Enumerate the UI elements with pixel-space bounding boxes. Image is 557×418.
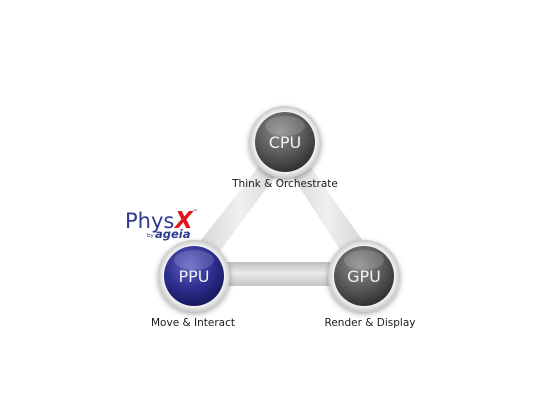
logo-main-text: Phys [125,209,174,233]
cpu-label: CPU [269,133,302,152]
logo-trademark: ™ [192,209,198,216]
ppu-label: PPU [178,267,209,286]
logo-x-text: X [173,208,194,234]
gpu-label: GPU [347,267,381,286]
gpu-node: GPU [328,240,400,312]
logo-by-text: by [147,233,154,239]
ppu-caption: Move & Interact [151,317,235,329]
physx-logo: Phys X ™ by ageia [125,208,198,241]
connector-cpu-ppu [184,148,296,262]
ppu-node: PPU [158,240,230,312]
logo-company-text: ageia [155,227,191,241]
connector-cpu-gpu [274,148,378,262]
gpu-caption: Render & Display [325,317,416,329]
cpu-node: CPU [249,106,321,178]
cpu-caption: Think & Orchestrate [231,178,338,190]
